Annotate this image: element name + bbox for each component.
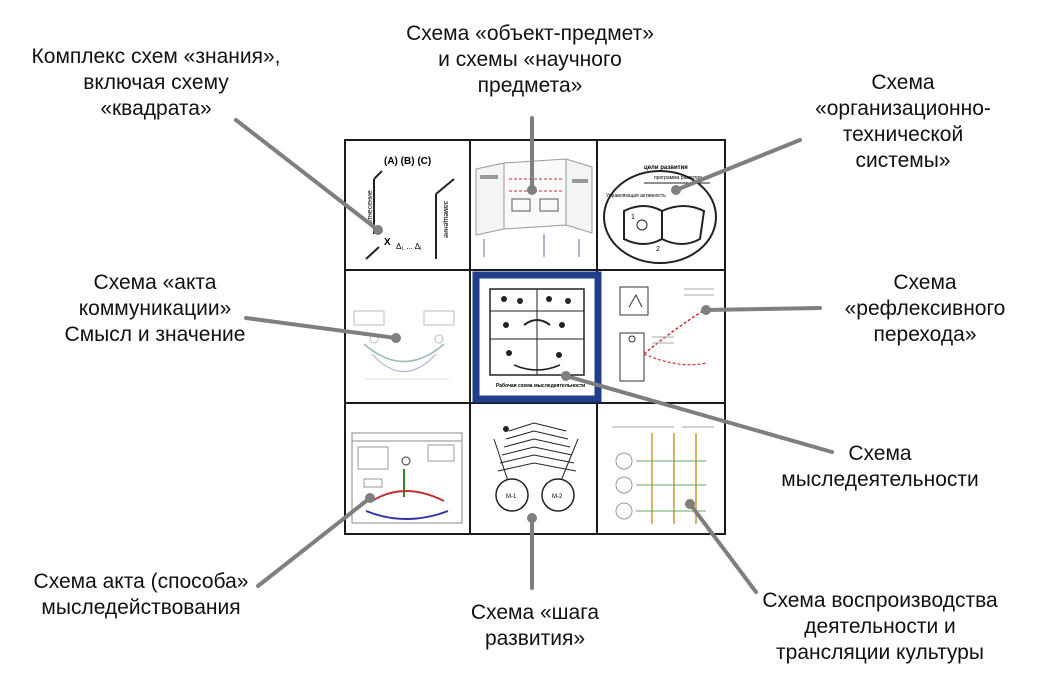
label-reflexive-transition-scheme: Схема «рефлексивного перехода» [844,271,1006,346]
leader-reproduction-dot [685,499,695,509]
thumbnail-object-subject[interactable] [475,158,593,257]
thumbnail-communication-act[interactable] [353,310,455,380]
thumbnail-org-tech-system[interactable]: цели развития программа развития Управля… [603,165,717,264]
knowledge-abc-text: (A) (B) (C) [384,156,431,167]
org-num1-text: 1 [631,214,635,221]
schemes-grid: (A) (B) (C) отнесение замещение X Δ₁ ...… [344,139,726,535]
knowledge-x-text: X [384,237,391,248]
leader-object-subject-dot [527,185,537,195]
leader-org-tech [674,138,802,192]
label-org-tech-system-scheme: Схема «организационно- технической систе… [815,71,991,172]
leader-knowledge-dot [373,225,383,235]
leader-development-step-dot [527,513,537,523]
org-left-text: Управляющая активность [606,193,666,199]
thumbnail-reflexive-transition[interactable] [619,286,714,382]
label-object-subject-scheme: Схема «объект-предмет» и схемы «научного… [406,22,654,97]
label-reproduction-scheme: Схема воспроизводства деятельности и тра… [762,589,998,664]
leader-communication-dot [391,333,401,343]
md-caption-text: Рабочая схема мыследеятельности [496,382,585,389]
org-subtitle-text: программа развития [654,175,702,181]
label-communication-act-scheme: Схема «акта коммуникации» Смысл и значен… [64,271,246,346]
step-left-text: М-1 [506,494,517,500]
leader-act-method [256,496,372,588]
org-top-text: цели развития [644,165,688,171]
thumbnail-act-method[interactable] [351,432,463,524]
leader-communication [244,316,398,340]
leader-thought-activity [564,374,834,454]
leader-org-tech-dot [671,185,681,195]
knowledge-right-vertical-text: замещение [442,201,449,238]
org-num2-text: 2 [656,246,660,253]
label-knowledge-schemes: Комплекс схем «знания», включая схему «к… [31,45,281,120]
leader-thought-activity-dot [561,371,571,381]
label-act-method-scheme: Схема акта (способа» мыследействования [33,570,249,619]
leader-reproduction [688,502,758,594]
knowledge-sequence-text: Δ₁ ... Δⱼ [396,242,421,251]
leader-knowledge [234,118,380,232]
step-right-text: М-2 [552,494,563,500]
thumbnail-development-step[interactable]: М-1 М-2 [493,422,579,512]
thumbnail-thought-activity[interactable]: Рабочая схема мыследеятельности [472,271,602,403]
leader-reflexive [704,306,822,312]
knowledge-left-vertical-text: отнесение [367,190,374,224]
label-development-step-scheme: Схема «шага развития» [470,601,600,650]
label-thought-activity-scheme: Схема мыследеятельности [781,442,979,491]
leader-act-method-dot [365,493,375,503]
leader-reflexive-dot [701,305,711,315]
